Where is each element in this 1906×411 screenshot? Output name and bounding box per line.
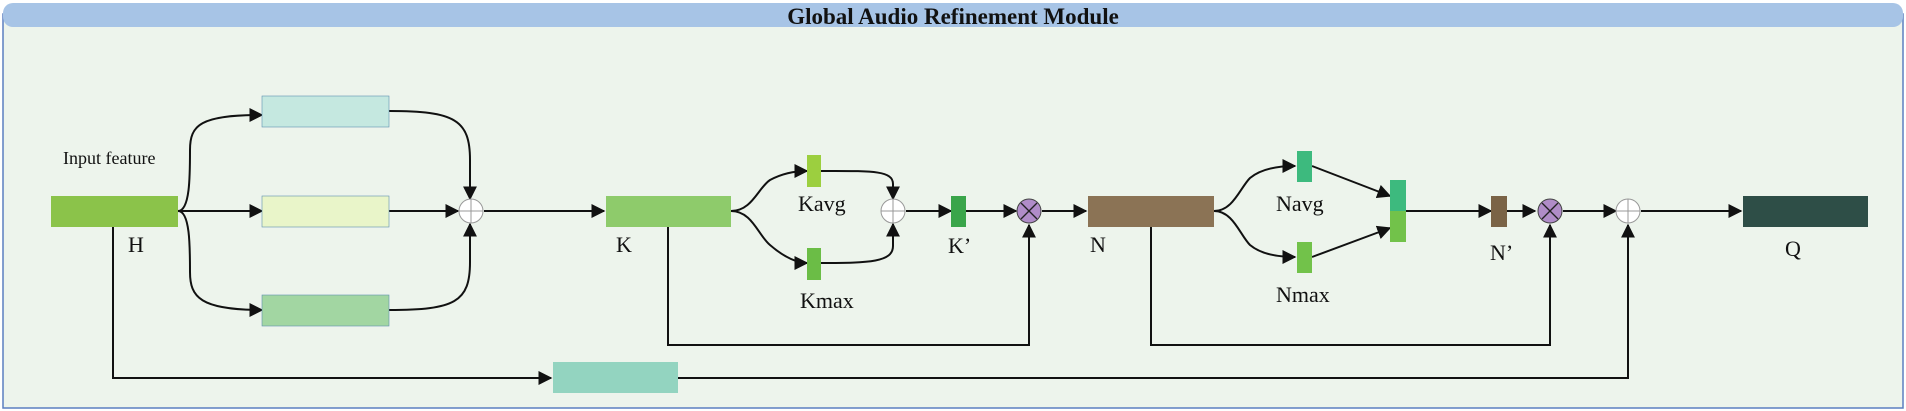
arrow-kavg-to-sum	[820, 169, 900, 201]
pool-block-nmax	[1297, 242, 1312, 273]
sum-node-3	[1615, 198, 1641, 224]
arrow-h-to-branch-bot	[177, 210, 264, 317]
pool-block-kmax	[807, 248, 821, 280]
arrow-h-to-branch-top	[177, 108, 264, 212]
pool-block-kavg	[807, 155, 821, 187]
feature-block-kprime	[951, 196, 966, 227]
arrow-branch-top-to-sum	[388, 110, 477, 201]
sum-node-1	[458, 198, 484, 224]
title-bar	[3, 3, 1903, 27]
module-title: Global Audio Refinement Module	[787, 4, 1119, 29]
arrow-n-skip-to-mult	[1150, 223, 1557, 346]
arrow-n-to-navg	[1213, 159, 1297, 212]
feature-block-nprime	[1491, 196, 1507, 227]
arrow-k-skip-to-mult	[667, 223, 1036, 346]
concat-block-lower	[1390, 211, 1406, 242]
multiply-node-1	[1016, 198, 1042, 224]
label-nmax: Nmax	[1276, 282, 1330, 307]
arrow-branch-bot-to-sum	[388, 222, 477, 311]
output-block-q	[1743, 196, 1868, 227]
label-input-feature: Input feature	[63, 148, 155, 168]
skip-block	[553, 362, 678, 393]
label-kprime: K’	[948, 233, 971, 258]
branch-block-top	[261, 95, 390, 128]
label-n: N	[1090, 232, 1106, 257]
branch-block-mid	[261, 195, 390, 228]
arrow-k-to-kavg	[730, 164, 809, 212]
concat-block-upper	[1390, 180, 1406, 211]
feature-block-h	[51, 196, 178, 227]
arrow-navg-to-concat	[1311, 165, 1392, 199]
feature-block-n	[1088, 196, 1214, 227]
label-q: Q	[1785, 236, 1801, 261]
label-navg: Navg	[1276, 191, 1324, 216]
feature-block-k	[606, 196, 731, 227]
pool-block-navg	[1297, 151, 1312, 182]
label-kavg: Kavg	[798, 191, 846, 216]
arrow-h-skip	[112, 224, 553, 385]
arrow-nmax-to-concat	[1311, 225, 1392, 258]
multiply-node-2	[1537, 198, 1563, 224]
label-h: H	[128, 232, 144, 257]
arrow-skip-block-to-sum	[678, 223, 1635, 379]
connection-lines	[112, 108, 1743, 385]
arrow-n-to-nmax	[1213, 210, 1297, 264]
arrow-k-to-kmax	[730, 210, 809, 270]
label-k: K	[616, 232, 632, 257]
label-nprime: N’	[1490, 240, 1513, 265]
sum-node-2	[880, 198, 906, 224]
label-kmax: Kmax	[800, 288, 854, 313]
arrow-kmax-to-sum	[820, 222, 900, 264]
branch-block-bot	[261, 294, 390, 327]
